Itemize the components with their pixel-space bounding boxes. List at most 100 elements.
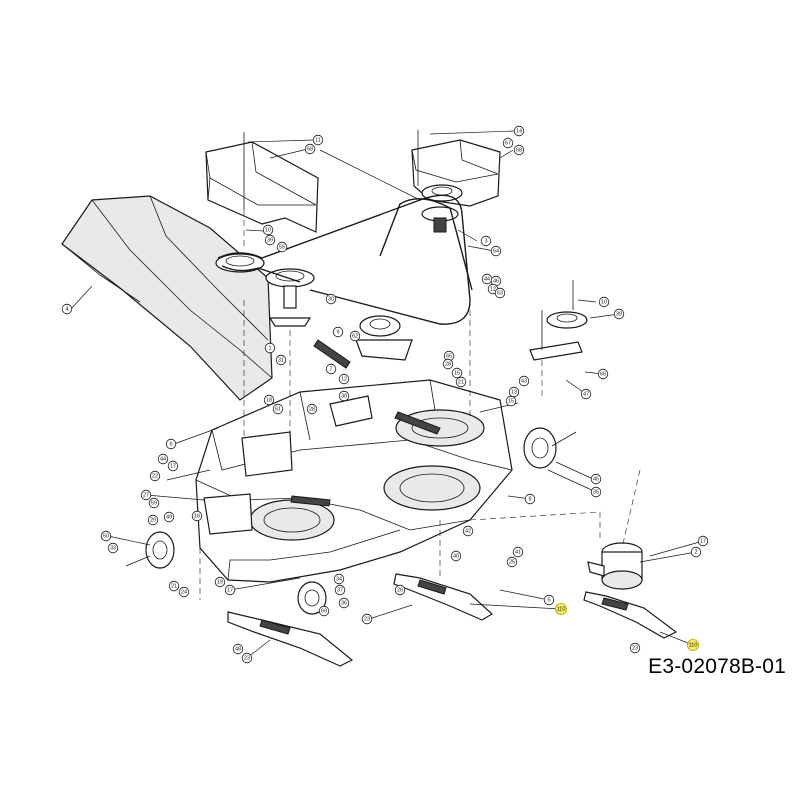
callout-number: 12: [341, 376, 347, 382]
callout-circle: [580, 388, 592, 400]
callout-circle: [333, 573, 345, 585]
tension-springs: [290, 339, 441, 507]
callout-number: 39: [267, 237, 273, 243]
callout-number: 67: [505, 140, 511, 146]
callout-23b: 23: [241, 652, 253, 664]
callout-15b: 15: [505, 395, 517, 407]
callout-number: 16: [194, 513, 200, 519]
callout-circle: [178, 586, 190, 598]
callout-67: 67: [502, 137, 514, 149]
callout-number: 59: [151, 500, 157, 506]
callout-44b: 44: [157, 453, 169, 465]
callout-17c: 17: [224, 584, 236, 596]
callout-number: 63: [497, 290, 503, 296]
callout-circle: [513, 125, 525, 137]
left-belt-cover: [205, 141, 319, 233]
callout-number: 68: [307, 146, 313, 152]
callout-2: 2: [690, 546, 702, 558]
callout-41: 41: [512, 546, 524, 558]
callout-42: 42: [462, 525, 474, 537]
callout-number: 1: [268, 345, 271, 351]
callout-circle: [462, 525, 474, 537]
callout-circle: [590, 486, 602, 498]
center-idler-pulley: [355, 315, 413, 361]
callout-number: 49: [166, 514, 172, 520]
callout-circle: [224, 584, 236, 596]
callout-number: 23: [244, 655, 250, 661]
callout-35: 35: [590, 486, 602, 498]
callout-circle: [613, 308, 625, 320]
callout-circle: [157, 453, 169, 465]
callout-circle: [168, 580, 180, 592]
callout-circle: [394, 584, 406, 596]
callout-circle: [264, 342, 276, 354]
callout-39b: 39: [613, 308, 625, 320]
callout-10a: 10: [262, 224, 274, 236]
callout-circle: [480, 235, 492, 247]
reference-lines: [199, 210, 641, 600]
callout-39a: 39: [264, 234, 276, 246]
callout-number: 22: [152, 473, 158, 479]
callout-circle: [690, 546, 702, 558]
right-spindle-pulley: [529, 311, 588, 361]
callout-11: 11: [312, 134, 324, 146]
callout-circle: [451, 367, 463, 379]
callout-64: 64: [490, 245, 502, 257]
callout-12b: 12: [338, 373, 350, 385]
callout-number: 110: [689, 642, 698, 648]
callout-49: 49: [163, 511, 175, 523]
callout-number: 45: [593, 476, 599, 482]
callout-circle: [107, 542, 119, 554]
callout-circle: [513, 144, 525, 156]
callout-23a: 23: [361, 613, 373, 625]
callout-number: 61: [275, 406, 281, 412]
callout-circle: [276, 241, 288, 253]
callout-number: 46: [493, 278, 499, 284]
callout-50: 50: [100, 530, 112, 542]
callout-number: 30: [341, 393, 347, 399]
callout-27: 27: [140, 489, 152, 501]
callout-circle: [502, 137, 514, 149]
callout-circle: [490, 245, 502, 257]
blade-wells: [249, 409, 485, 541]
callout-number: 68: [516, 147, 522, 153]
callout-number: 64: [493, 248, 499, 254]
callout-44: 44: [481, 273, 493, 285]
callout-110a: 110: [555, 603, 568, 616]
callout-number: 19: [217, 579, 223, 585]
callout-number: 21: [171, 583, 177, 589]
callout-47: 47: [580, 388, 592, 400]
callout-number: 66: [600, 371, 606, 377]
callout-circle: [272, 403, 284, 415]
right-spindle-housing: [587, 542, 643, 590]
callout-circle: [506, 556, 518, 568]
callout-number: 55: [279, 244, 285, 250]
engine-pulley: [421, 184, 463, 233]
callout-circle: [312, 134, 324, 146]
callout-61: 61: [272, 403, 284, 415]
callout-22: 22: [149, 470, 161, 482]
callout-circle: [508, 386, 520, 398]
callout-5: 5: [543, 594, 555, 606]
callout-48: 48: [232, 643, 244, 655]
callout-circle: [304, 143, 316, 155]
callout-55: 55: [276, 241, 288, 253]
callout-number: 48: [235, 646, 241, 652]
callout-36: 36: [338, 597, 350, 609]
callout-7: 7: [325, 363, 337, 375]
callout-number: 6: [169, 441, 172, 447]
callout-26: 26: [394, 584, 406, 596]
callout-circle: [555, 603, 568, 616]
callout-circle: [442, 358, 454, 370]
callout-19: 19: [214, 576, 226, 588]
callout-69: 69: [318, 605, 330, 617]
callout-circle: [450, 550, 462, 562]
callout-6: 6: [165, 438, 177, 450]
callout-circle: [597, 368, 609, 380]
callout-number: 17: [700, 538, 706, 544]
callout-number: 3: [484, 238, 487, 244]
callout-number: 62: [352, 333, 358, 339]
callout-10b: 10: [598, 296, 610, 308]
callout-circle: [318, 605, 330, 617]
